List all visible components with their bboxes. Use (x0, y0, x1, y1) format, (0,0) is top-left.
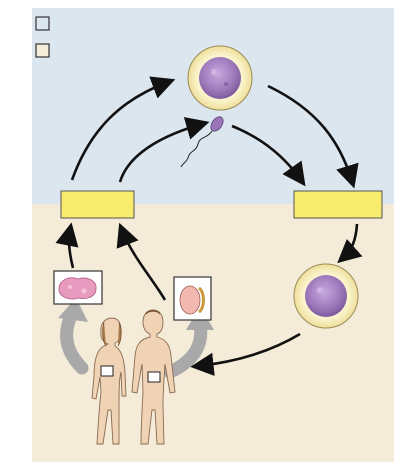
zygote-icon (293, 263, 359, 329)
testis-icon (173, 276, 212, 321)
female-figure-icon (91, 317, 127, 445)
right-label-box (293, 190, 383, 219)
gray-arrow-female-head (58, 298, 88, 322)
egg-cell-icon (187, 45, 253, 111)
arrow-left-to-egg (70, 76, 176, 181)
arrow-left-to-sperm (118, 117, 210, 183)
arrow-right-to-zygote (337, 223, 363, 264)
legend-swatch-diploid (35, 43, 50, 58)
left-label-box (60, 190, 135, 219)
female-organ-marker (100, 365, 114, 377)
arrow-ovary-to-left (55, 222, 79, 269)
arrow-sperm-to-right (231, 124, 306, 187)
legend-swatch-haploid (35, 16, 50, 31)
arrow-testis-to-left (116, 222, 167, 301)
arrow-egg-to-right (267, 84, 359, 189)
male-organ-marker (147, 371, 161, 383)
arrow-zygote-to-body (190, 332, 301, 376)
ovary-icon (53, 270, 103, 305)
diploid-region (32, 204, 394, 462)
